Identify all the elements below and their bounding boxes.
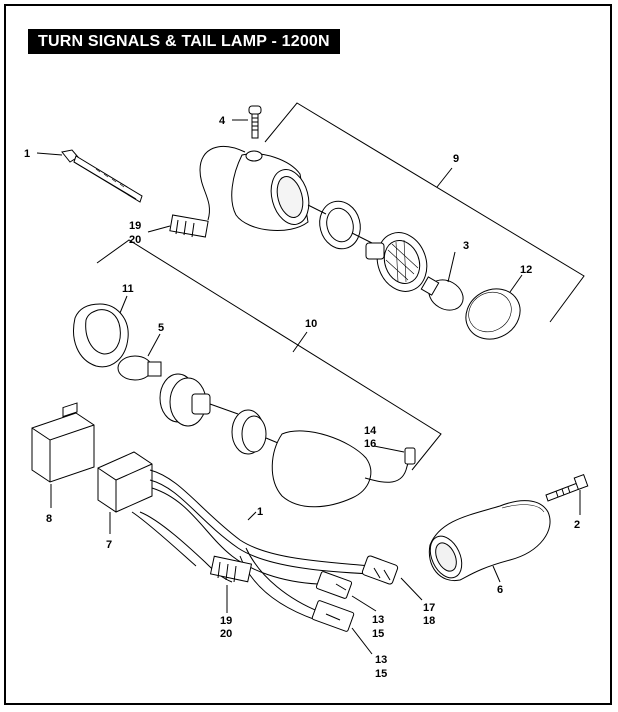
- callout-16: 16: [364, 438, 376, 450]
- callout-4: 4: [219, 115, 226, 127]
- callout-6: 6: [497, 584, 503, 596]
- connector-boot-part: [31, 402, 95, 483]
- callout-11: 11: [122, 283, 134, 295]
- mounting-stud-part: [545, 474, 589, 502]
- diagram-title: TURN SIGNALS & TAIL LAMP - 1200N: [28, 29, 340, 54]
- callout-20-upper: 20: [129, 234, 141, 246]
- callout-19-upper: 19: [129, 220, 141, 232]
- callout-10: 10: [305, 318, 317, 330]
- callout-13-upper: 13: [372, 614, 384, 626]
- callout-3: 3: [463, 240, 469, 252]
- callout-1-harness: 1: [257, 506, 263, 518]
- callout-20-lower: 20: [220, 628, 232, 640]
- callout-2: 2: [574, 519, 580, 531]
- wiring-harness-part: [97, 451, 399, 632]
- callout-5: 5: [158, 322, 164, 334]
- callout-19-lower: 19: [220, 615, 232, 627]
- callout-8: 8: [46, 513, 52, 525]
- cable-strap-part: [61, 149, 143, 203]
- callout-14: 14: [364, 425, 377, 437]
- callout-13-lower: 13: [375, 654, 387, 666]
- diagram-frame: [4, 4, 612, 705]
- callout-7: 7: [106, 539, 112, 551]
- callout-17: 17: [423, 602, 435, 614]
- tail-lamp-housing-part: [428, 500, 551, 582]
- callout-15-lower: 15: [375, 668, 387, 680]
- rear-turn-signal-assembly: [73, 303, 416, 508]
- front-turn-signal-assembly: [169, 145, 521, 340]
- callout-12: 12: [520, 264, 532, 276]
- callout-15-upper: 15: [372, 628, 384, 640]
- callout-9: 9: [453, 153, 459, 165]
- callout-1-strap: 1: [24, 148, 30, 160]
- callout-18: 18: [423, 615, 435, 627]
- mounting-screw-part: [248, 105, 262, 139]
